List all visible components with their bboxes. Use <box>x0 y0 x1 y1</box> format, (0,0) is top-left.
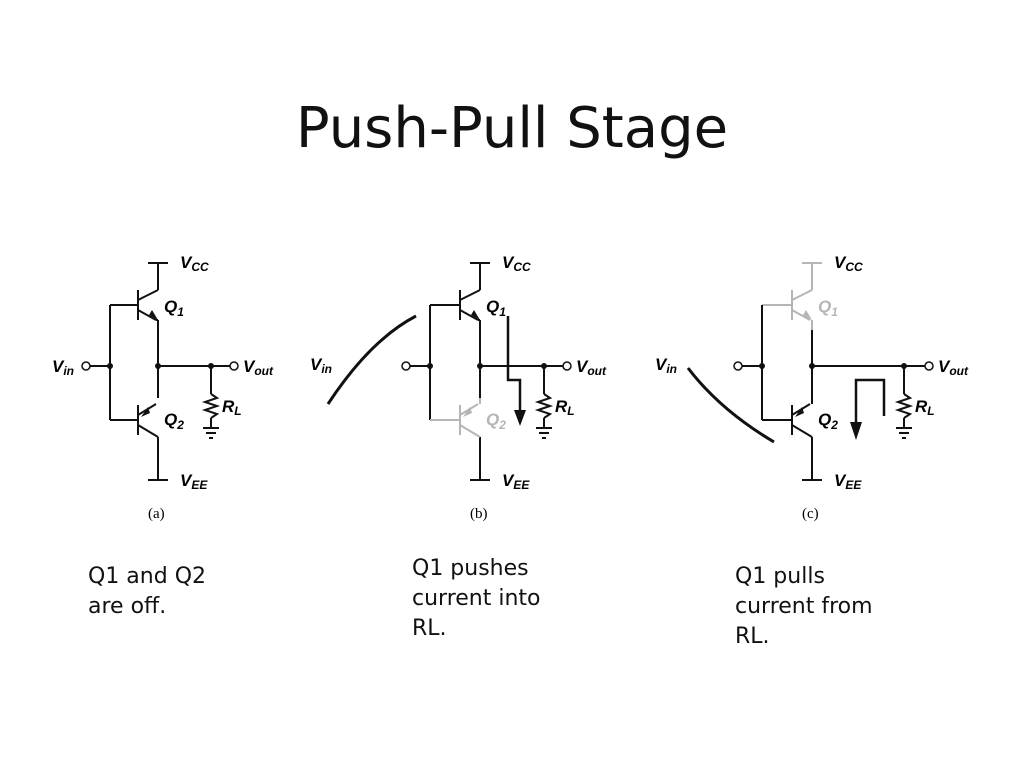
svg-text:Vin: Vin <box>52 357 74 378</box>
vcc-label: V <box>180 253 193 272</box>
q2-label-b: Q <box>486 410 499 429</box>
panel-c-caption: (c) <box>802 506 819 522</box>
q1-label-b: Q <box>486 297 499 316</box>
svg-text:RL: RL <box>915 397 935 418</box>
vcc-label-b: V <box>502 253 515 272</box>
vout-label-b: V <box>576 357 589 376</box>
vin-label-c: V <box>655 355 668 374</box>
svg-text:VCC: VCC <box>834 253 863 274</box>
svg-text:Vout: Vout <box>938 357 969 378</box>
caption-b-line: current into <box>412 586 541 611</box>
svg-text:Q2: Q2 <box>486 410 506 432</box>
caption-b-line: RL. <box>412 616 447 641</box>
vcc-label-c: V <box>834 253 847 272</box>
svg-text:VCC: VCC <box>180 253 209 274</box>
svg-text:RL: RL <box>555 397 575 418</box>
q1-label-c: Q <box>818 297 831 316</box>
caption-a-line: Q1 and Q2 <box>88 564 207 589</box>
rl-label: R <box>222 397 235 416</box>
caption-b-line: Q1 pushes <box>412 556 529 581</box>
caption-c: Q1 pulls current from RL. <box>735 562 873 652</box>
svg-text:Q1: Q1 <box>164 297 184 319</box>
rl-label-b: R <box>555 397 568 416</box>
panel-a: VCC Q1 Q2 VEE Vin Vout RL (a) <box>52 253 274 522</box>
vin-label-b: V <box>310 355 323 374</box>
vout-label: V <box>243 357 256 376</box>
svg-text:VEE: VEE <box>180 471 208 492</box>
slide-title: Push-Pull Stage <box>295 95 729 161</box>
caption-a: Q1 and Q2 are off. <box>88 562 206 622</box>
svg-text:Q2: Q2 <box>164 410 184 432</box>
vee-label-b: V <box>502 471 515 490</box>
q2-label-c: Q <box>818 410 831 429</box>
caption-c-line: current from <box>735 594 873 619</box>
svg-text:VEE: VEE <box>834 471 862 492</box>
svg-text:VCC: VCC <box>502 253 531 274</box>
q2-label: Q <box>164 410 177 429</box>
svg-text:Vin: Vin <box>310 355 332 376</box>
svg-text:Vin: Vin <box>655 355 677 376</box>
caption-c-line: RL. <box>735 624 770 649</box>
vout-label-c: V <box>938 357 951 376</box>
rl-label-c: R <box>915 397 928 416</box>
svg-text:Vout: Vout <box>576 357 607 378</box>
svg-text:Q2: Q2 <box>818 410 838 432</box>
svg-text:Vout: Vout <box>243 357 274 378</box>
caption-b: Q1 pushes current into RL. <box>412 554 541 644</box>
q1-label: Q <box>164 297 177 316</box>
vee-label-c: V <box>834 471 847 490</box>
vin-label: V <box>52 357 65 376</box>
svg-text:VEE: VEE <box>502 471 530 492</box>
panel-a-caption: (a) <box>148 506 165 522</box>
panel-b: VCC Q1 Q2 VEE Vin Vout RL (b) <box>310 253 607 522</box>
caption-a-line: are off. <box>88 594 167 619</box>
panel-c: VCC Q1 Q2 VEE Vin Vout RL (c) <box>655 253 969 522</box>
svg-text:Q1: Q1 <box>486 297 506 319</box>
panel-b-caption: (b) <box>470 506 488 522</box>
caption-c-line: Q1 pulls <box>735 564 825 589</box>
svg-text:Q1: Q1 <box>818 297 838 319</box>
svg-text:RL: RL <box>222 397 242 418</box>
vee-label: V <box>180 471 193 490</box>
